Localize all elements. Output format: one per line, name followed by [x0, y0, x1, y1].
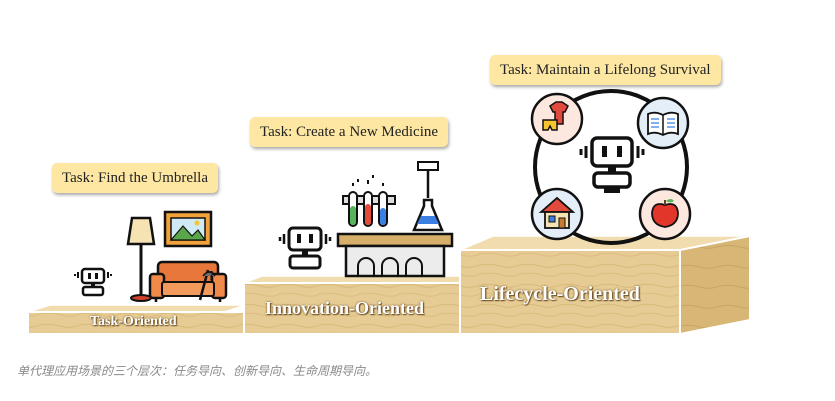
picture-frame-icon [163, 210, 213, 248]
test-tubes-icon [342, 175, 396, 227]
platform-innovation-oriented [243, 275, 473, 335]
task-lifelong-survival: Task: Maintain a Lifelong Survival [490, 55, 721, 85]
level-innovation-oriented: Innovation-Oriented [265, 298, 425, 318]
figure-caption: 单代理应用场景的三个层次：任务导向、创新导向、生命周期导向。 [17, 364, 378, 378]
sofa-icon [148, 260, 228, 302]
robot-icon [579, 136, 645, 193]
task-find-umbrella: Task: Find the Umbrella [52, 163, 219, 193]
robot-icon [74, 267, 112, 297]
level-task-oriented: Task-Oriented [90, 314, 177, 329]
svg-text:?: ? [208, 269, 214, 283]
umbrella-icon: ? [198, 269, 216, 301]
apple-icon [638, 187, 692, 241]
task-create-medicine: Task: Create a New Medicine [250, 117, 449, 147]
platform-task-oriented [27, 304, 247, 335]
clothes-icon [530, 92, 584, 146]
book-icon [636, 96, 690, 150]
lifecycle-cycle [533, 89, 689, 245]
robot-icon [278, 226, 332, 270]
lab-bench-icon [336, 232, 454, 278]
level-lifecycle-oriented: Lifecycle-Oriented [480, 283, 640, 305]
house-icon [530, 187, 584, 241]
floor-lamp-icon [126, 216, 156, 302]
flask-icon [412, 161, 444, 232]
